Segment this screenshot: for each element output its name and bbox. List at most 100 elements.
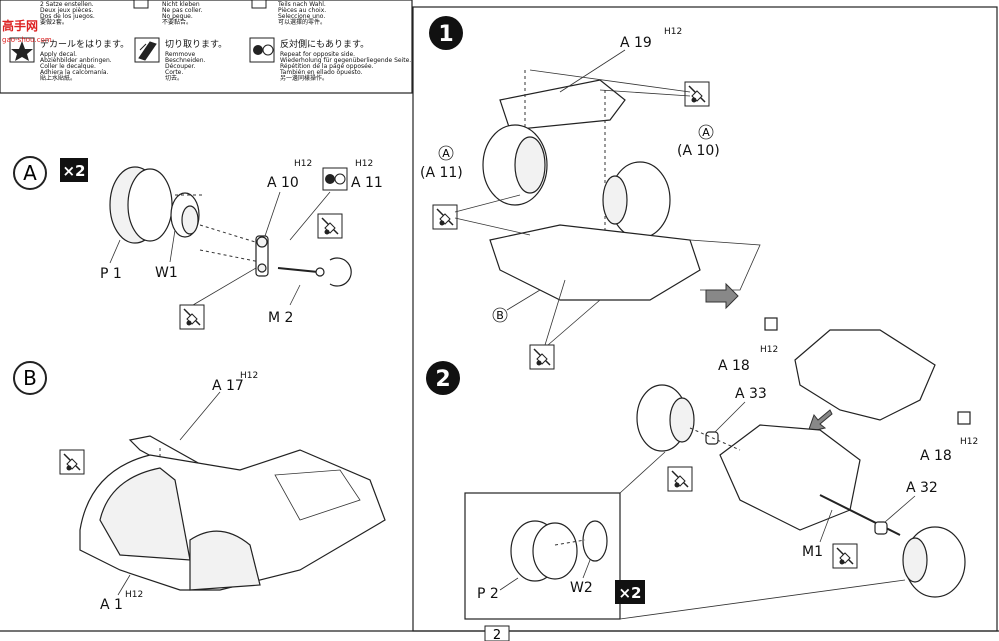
opposite-side-icon (253, 44, 274, 56)
step-2-badge (426, 361, 460, 395)
no-glue-icon-s1a (684, 81, 710, 107)
qty-badge-step2 (615, 580, 645, 604)
label-p1: P 1 (100, 266, 122, 282)
label-a32: A 32 (906, 480, 938, 496)
legend-top-line-3: Dos de los juegos. (40, 13, 95, 20)
legend-nocement-4: 不要黏合。 (162, 18, 192, 26)
screw-m2-icon (277, 267, 319, 273)
legend-opposite-ja: 反対側にもあります。 (280, 38, 369, 50)
svg-text:Remmove: Remmove (165, 51, 196, 58)
svg-text:Découper.: Découper. (165, 63, 196, 70)
svg-text:Repeat for opposite side.: Repeat for opposite side. (280, 51, 355, 58)
qty-step2-text: ×2 (618, 584, 641, 602)
qty-badge-a (60, 158, 88, 182)
no-glue-icon-a2 (179, 304, 205, 330)
gearbox-lower-icon (719, 424, 861, 531)
rotate-arrow-icon (329, 257, 352, 287)
legend-top-line-4: 要做2套。 (40, 18, 68, 26)
no-glue-icon-b (59, 449, 85, 475)
svg-text:Coller le decalque.: Coller le decalque. (40, 63, 96, 70)
label-a10-step1: (A 10) (677, 143, 720, 159)
legend-choice-2: Pièces au choix. (278, 7, 326, 14)
runner-h12-a18-right: H12 (960, 437, 978, 447)
legend-decal-ja: デカールをはります。 (40, 38, 129, 50)
step-b-label: B (23, 366, 37, 390)
no-glue-icon-s2b (832, 543, 858, 569)
page-number: 2 (493, 628, 501, 641)
svg-text:貼上水貼紙。: 貼上水貼紙。 (40, 74, 76, 82)
circ-b: B (496, 309, 504, 322)
svg-text:Adhiera la calcomanía.: Adhiera la calcomanía. (40, 69, 109, 76)
label-a10: A 10 (267, 175, 299, 191)
label-a19: A 19 (620, 35, 652, 51)
svg-text:Abziehbilder anbringen.: Abziehbilder anbringen. (40, 57, 112, 64)
legend-choice-4: 可以選擇的零件。 (278, 18, 326, 26)
label-a18-top: A 18 (718, 358, 750, 374)
svg-text:另一邊同樣操作。: 另一邊同樣操作。 (280, 74, 328, 82)
wheel-w2-icon (582, 520, 608, 562)
part-a18-right-icon (957, 411, 971, 425)
legend-choice-1: Teils nach Wahl. (277, 1, 326, 8)
step-a-badge (13, 156, 47, 190)
no-glue-icon-s1c (529, 344, 555, 370)
legend-nocement-1: Nicht kleben (162, 1, 200, 8)
runner-h12-a19: H12 (664, 27, 682, 37)
label-a33: A 33 (735, 386, 767, 402)
no-glue-icon (133, 0, 149, 9)
label-m1: M1 (802, 544, 823, 560)
step-1: 1 A 19 H12 A (A 11) A (A 10) B (420, 16, 761, 370)
runner-h12-a17: H12 (240, 371, 258, 381)
plate-a19-icon (499, 79, 626, 131)
circ-a-left: A (442, 147, 450, 160)
runner-h12-a10: H12 (294, 159, 312, 169)
label-w2: W2 (570, 580, 593, 596)
step-2: 2 A 18 H12 A 18 H12 A 33 A 32 M1 (426, 317, 978, 620)
watermark-url: gao-shou.com (2, 36, 52, 44)
legend-top-line-2: Deux jeux pièces. (40, 7, 93, 14)
chassis-front-icon (489, 224, 701, 301)
svg-text:Répétition de la page opposée.: Répétition de la page opposée. (280, 63, 374, 70)
label-p2: P 2 (477, 586, 499, 602)
legend-top-line-1: 2 Satze enstellen. (40, 1, 94, 8)
label-a17: A 17 (212, 378, 244, 394)
no-glue-icon-s2a (667, 466, 693, 492)
step-a-label: A (23, 161, 37, 185)
no-glue-icon-s1b (432, 204, 458, 230)
step-2-number: 2 (435, 367, 450, 392)
part-a18-top-icon (764, 317, 778, 331)
section-b: B A 17 H12 A 1 H12 (13, 361, 386, 613)
legend-choice-3: Seleccione uno. (278, 13, 325, 20)
star-decal-icon (11, 41, 33, 61)
collar-a32-icon (874, 521, 888, 535)
runner-h12-a18-top: H12 (760, 345, 778, 355)
label-w1: W1 (155, 265, 178, 281)
legend-panel: 2 Satze enstellen. Deux jeux pièces. Dos… (0, 0, 413, 94)
gearbox-upper-icon (794, 329, 936, 421)
runner-h12-a1: H12 (125, 590, 143, 600)
svg-text:Corte.: Corte. (165, 69, 183, 76)
qty-a-text: ×2 (62, 162, 85, 180)
legend-cut-ja: 切り取ります。 (165, 39, 227, 50)
label-a18-right: A 18 (920, 448, 952, 464)
step-b-badge (13, 361, 47, 395)
legend-nocement-3: No pegue. (162, 13, 193, 20)
svg-text:Beschneiden.: Beschneiden. (165, 57, 205, 64)
arrow-right-icon (705, 282, 739, 310)
label-a11-step1: (A 11) (420, 165, 463, 181)
svg-text:切去。: 切去。 (165, 74, 183, 82)
label-a1: A 1 (100, 597, 123, 613)
svg-text:También en ellado opuesto.: También en ellado opuesto. (279, 69, 363, 76)
svg-text:Wiederholung für gegenüberlieg: Wiederholung für gegenüberliegende Seite… (280, 57, 411, 64)
section-a: A ×2 P 1 W1 A 10 H12 H12 A 11 (13, 156, 383, 330)
label-m2: M 2 (268, 310, 293, 326)
choice-icon (251, 0, 267, 9)
watermark-brand: 高手网 (2, 18, 38, 33)
step-1-badge (429, 16, 463, 50)
legend-nocement-2: Ne pas coller. (162, 7, 203, 14)
step-1-number: 1 (438, 22, 453, 47)
label-a11: A 11 (351, 175, 383, 191)
no-glue-icon-a1 (317, 213, 343, 239)
page-number-box (484, 625, 510, 641)
runner-h12-a11: H12 (355, 159, 373, 169)
